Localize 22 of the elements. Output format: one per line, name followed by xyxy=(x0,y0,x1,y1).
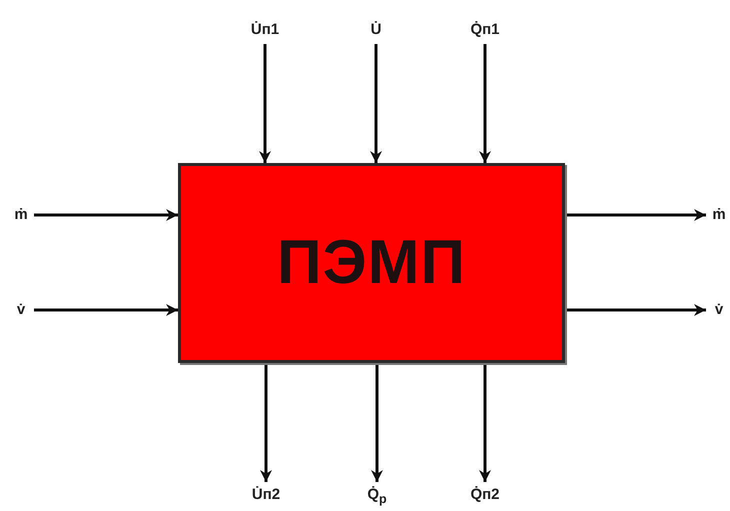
box-title: ПЭМП xyxy=(277,226,466,299)
arrow xyxy=(371,363,383,482)
arrow xyxy=(479,44,491,163)
flow-label: U̇ xyxy=(370,20,382,40)
arrow xyxy=(34,209,178,221)
flow-label: ṁ xyxy=(712,205,726,225)
arrow xyxy=(479,363,491,482)
flow-label: ṁ xyxy=(14,205,28,225)
flow-label: v̇ xyxy=(714,300,724,320)
flow-label: U̇п1 xyxy=(250,20,280,40)
arrow xyxy=(565,209,706,221)
arrow xyxy=(565,304,706,316)
flow-label: Q̇$_{р}$ xyxy=(367,484,387,508)
arrow xyxy=(370,44,382,163)
flow-label: Q̇п2 xyxy=(470,485,500,505)
arrow xyxy=(34,304,178,316)
process-box xyxy=(178,163,565,363)
arrow xyxy=(260,363,272,482)
flow-label: v̇ xyxy=(16,300,26,320)
arrow xyxy=(259,44,271,163)
flow-label: U̇п2 xyxy=(252,485,280,505)
flow-label: Q̇п1 xyxy=(470,20,500,40)
